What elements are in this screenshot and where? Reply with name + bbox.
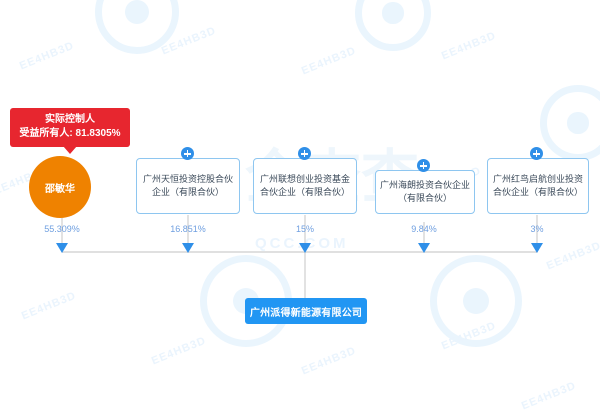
expand-plus-icon[interactable] [530, 147, 543, 160]
shareholder-name: 广州红鸟启航创业投资合伙企业（有限合伙） [492, 174, 583, 197]
shareholder-node[interactable]: 广州海朗投资合伙企业（有限合伙） [375, 170, 475, 214]
connector-lines [56, 215, 543, 298]
shareholder-node[interactable]: 广州天恒投资控股合伙企业（有限合伙） [136, 158, 240, 214]
shareholder-node[interactable]: 广州联想创业投资基金合伙企业（有限合伙） [253, 158, 357, 214]
company-node[interactable]: 广州派得新能源有限公司 [245, 298, 367, 324]
shareholder-node[interactable]: 广州红鸟启航创业投资合伙企业（有限合伙） [487, 158, 589, 214]
arrowhead-icon [299, 243, 311, 253]
expand-plus-icon[interactable] [181, 147, 194, 160]
shareholder-percent: 3% [530, 224, 544, 234]
actual-controller-badge: 实际控制人 受益所有人: 81.8305% [10, 108, 130, 154]
arrowhead-icon [182, 243, 194, 253]
shareholder-percent: 16.851% [170, 224, 206, 234]
badge-pointer-icon [63, 146, 77, 154]
person-node[interactable]: 邵敏华 [29, 156, 91, 218]
expand-plus-icon[interactable] [417, 159, 430, 172]
person-percent: 55.309% [44, 224, 80, 234]
arrowhead-icon [56, 243, 68, 253]
shareholder-percent: 9.84% [411, 224, 437, 234]
company-name: 广州派得新能源有限公司 [249, 307, 363, 319]
beneficial-owner-text: 受益所有人: 81.8305% [19, 128, 121, 139]
shareholder-name: 广州海朗投资合伙企业（有限合伙） [380, 180, 471, 203]
expand-plus-icon[interactable] [298, 147, 311, 160]
arrowhead-icon [531, 243, 543, 253]
controller-title: 实际控制人 [45, 114, 95, 125]
arrowhead-icon [418, 243, 430, 253]
person-name: 邵敏华 [45, 183, 75, 195]
shareholder-name: 广州联想创业投资基金合伙企业（有限合伙） [259, 174, 350, 197]
shareholder-percent: 15% [295, 224, 314, 234]
shareholder-name: 广州天恒投资控股合伙企业（有限合伙） [142, 174, 233, 197]
